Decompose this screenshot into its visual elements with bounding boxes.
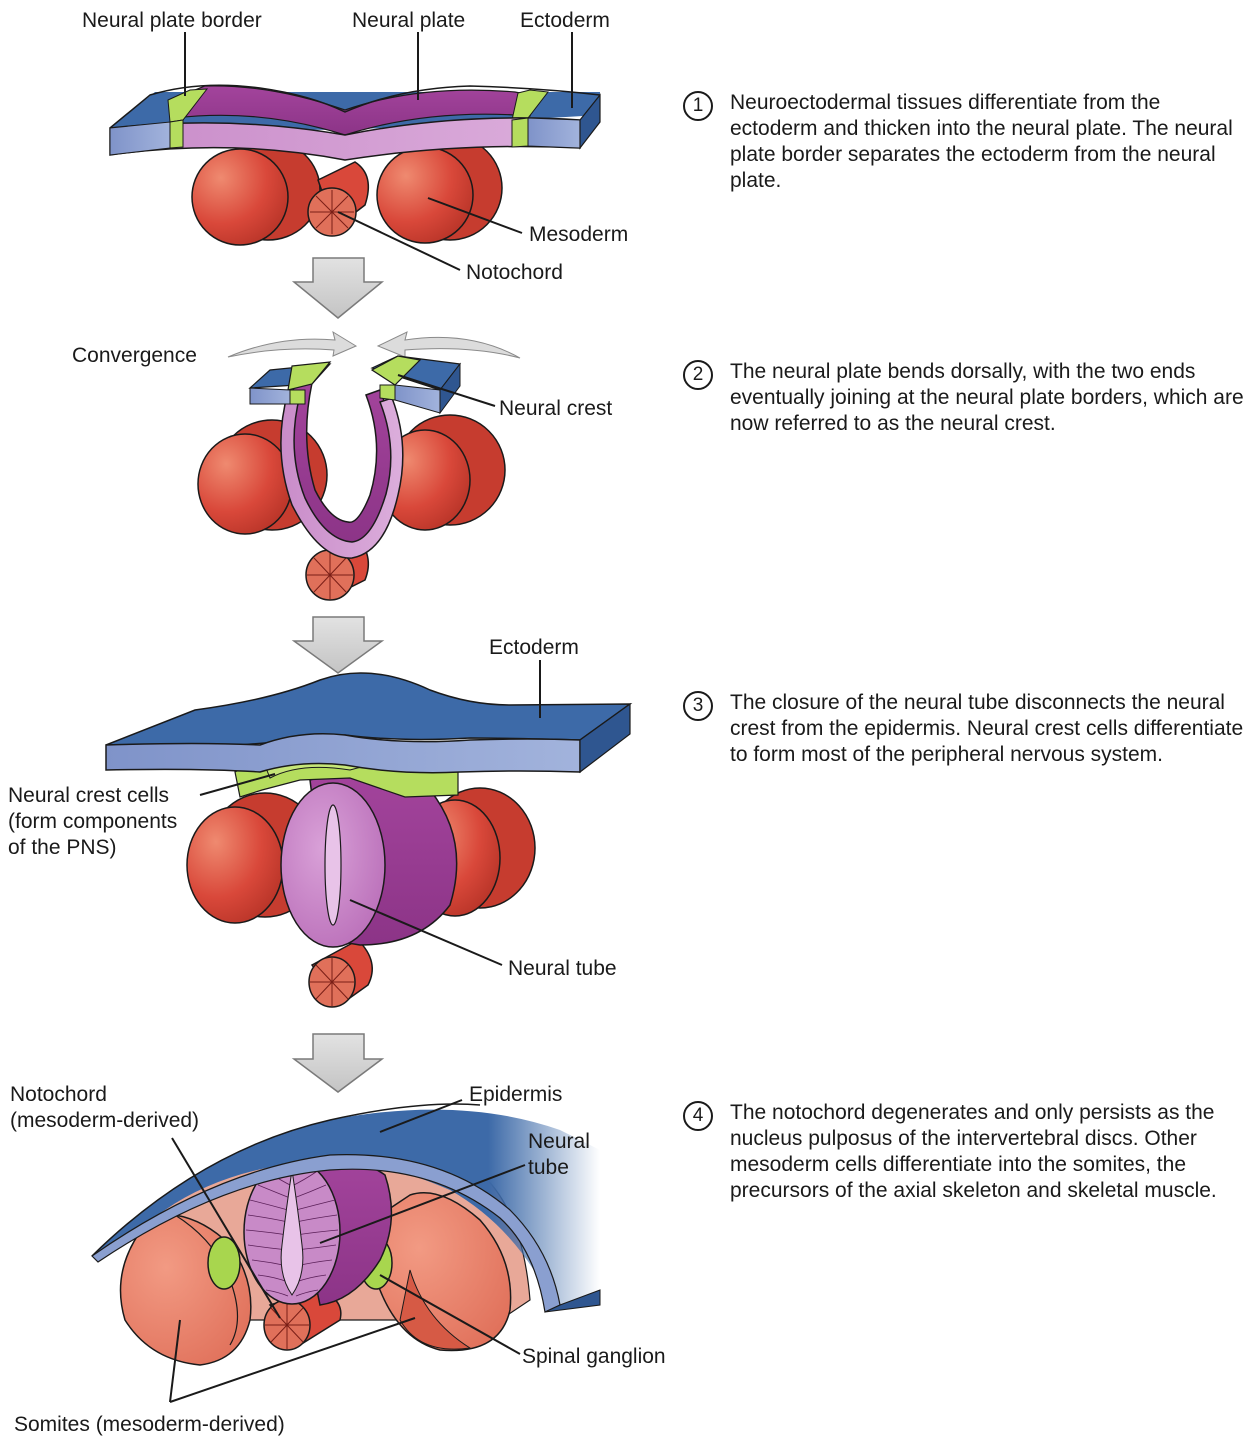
neural-tube-stage3 [280, 771, 458, 948]
label-ectoderm-3: Ectoderm [489, 636, 579, 659]
label-neural-crest: Neural crest [499, 397, 612, 420]
ectoderm-sheet-stage3 [105, 672, 633, 774]
notochord-stage1 [307, 161, 370, 237]
label-epidermis: Epidermis [469, 1083, 562, 1106]
step-2: 2 The neural plate bends dorsally, with … [683, 359, 1244, 469]
notochord-stage3 [308, 939, 373, 1008]
label-neural-tube-3: Neural tube [508, 957, 617, 980]
label-neural-crest-cells-1: Neural crest cells [8, 784, 169, 807]
stage3-illustration: Ectoderm Neural crest cells (form compon… [8, 636, 633, 1008]
stage1-illustration: Neural plate border Neural plate Ectoder… [82, 9, 628, 284]
step-4-text: The notochord degenerates and only persi… [730, 1101, 1217, 1202]
label-neural-tube-4-line1: Neural [528, 1130, 590, 1153]
label-somites: Somites (mesoderm-derived) [14, 1413, 285, 1436]
progress-arrow-2 [291, 616, 385, 674]
step-2-number: 2 [683, 360, 713, 390]
label-neural-tube-4-line2: tube [528, 1156, 569, 1179]
label-notochord-4-line2: (mesoderm-derived) [10, 1109, 199, 1132]
step-1-number: 1 [683, 91, 713, 121]
convergence-arrow-left [227, 330, 358, 358]
label-neural-crest-cells-2: (form components [8, 810, 177, 833]
step-3-number: 3 [683, 691, 713, 721]
step-1: 1 Neuroectodermal tissues differentiate … [683, 90, 1243, 200]
label-neural-plate: Neural plate [352, 9, 465, 32]
progress-arrow-1 [291, 257, 385, 319]
label-convergence: Convergence [72, 344, 197, 367]
neural-fold [248, 355, 462, 559]
label-mesoderm: Mesoderm [529, 223, 628, 246]
label-neural-plate-border: Neural plate border [82, 9, 262, 32]
epidermis-sheet [91, 1103, 601, 1313]
step-1-text: Neuroectodermal tissues differentiate fr… [730, 91, 1233, 192]
step-3: 3 The closure of the neural tube disconn… [683, 690, 1243, 800]
step-4-number: 4 [683, 1101, 713, 1131]
step-3-text: The closure of the neural tube disconnec… [730, 691, 1244, 766]
convergence-arrow-right [376, 331, 521, 359]
progress-arrow-3 [291, 1033, 385, 1093]
label-ectoderm-1: Ectoderm [520, 9, 610, 32]
neural-plate-slab [109, 84, 601, 161]
mesoderm-left [191, 139, 321, 246]
label-neural-crest-cells-3: of the PNS) [8, 836, 117, 859]
spinal-ganglion-left [207, 1236, 241, 1290]
mesoderm-right [376, 135, 503, 244]
stage2-illustration: Convergence Neural crest [72, 330, 612, 601]
label-spinal-ganglion: Spinal ganglion [522, 1345, 666, 1368]
stage4-illustration: Notochord (mesoderm-derived) Epidermis N… [10, 1083, 666, 1436]
label-notochord-1: Notochord [466, 261, 563, 284]
step-4: 4 The notochord degenerates and only per… [683, 1100, 1243, 1240]
step-2-text: The neural plate bends dorsally, with th… [730, 360, 1244, 435]
label-notochord-4-line1: Notochord [10, 1083, 107, 1106]
